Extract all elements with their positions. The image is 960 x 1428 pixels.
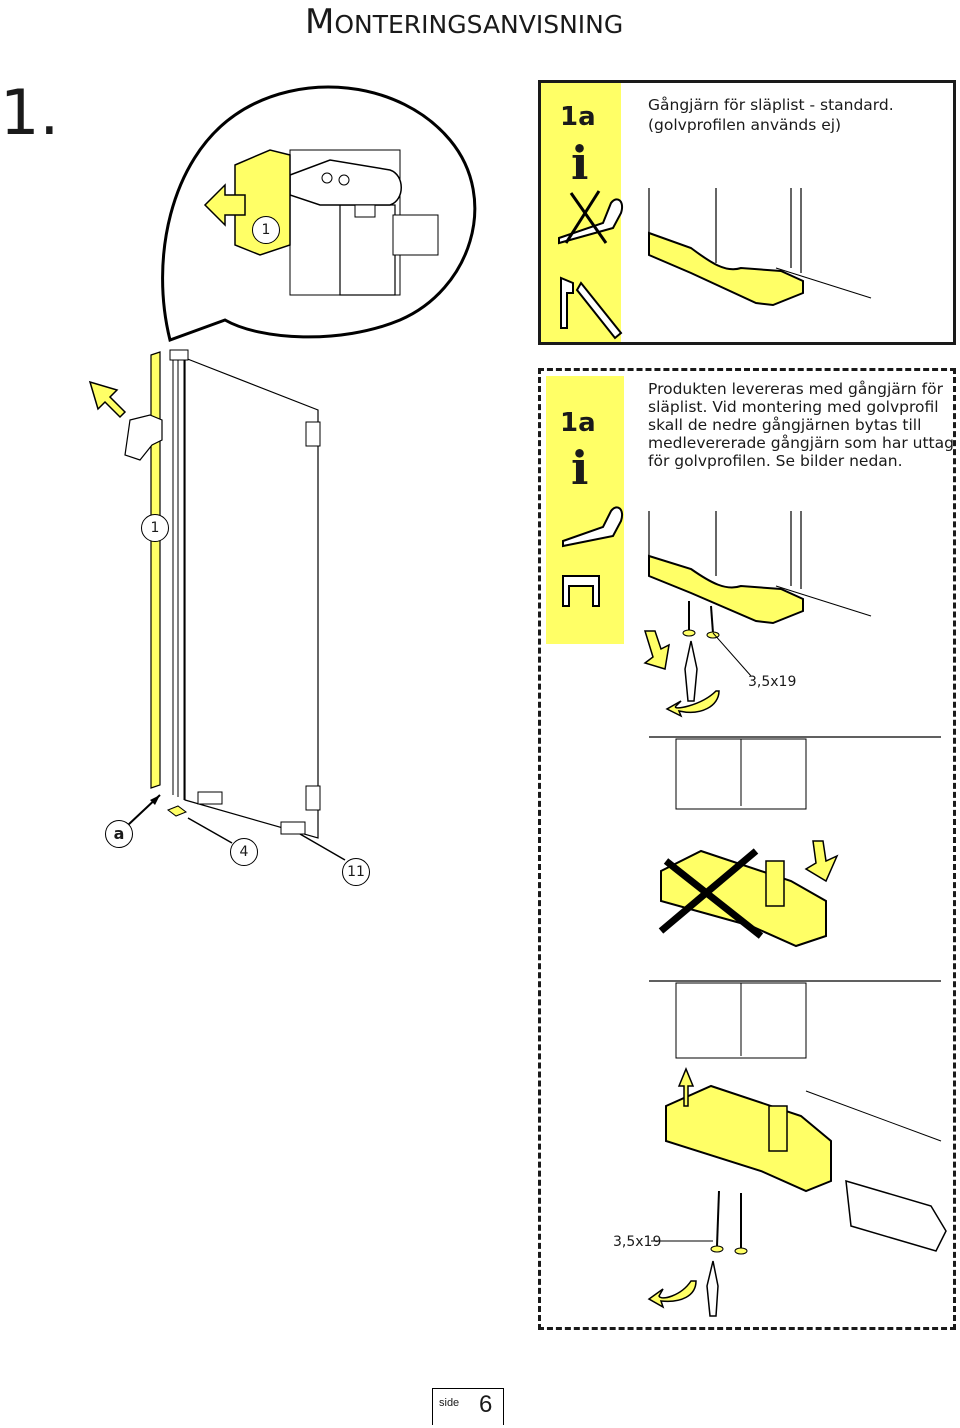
box2-line4: medlevererade gångjärn som har uttag xyxy=(648,434,954,452)
strip-icon xyxy=(562,506,623,548)
step-label-1a: 1a xyxy=(560,102,596,132)
callout-a: a xyxy=(105,820,133,848)
callout-11: 11 xyxy=(342,858,370,886)
box2-line3: skall de nedre gångjärnen bytas till xyxy=(648,416,922,434)
strip-icon-crossed xyxy=(558,190,623,245)
info-icon-second: i xyxy=(571,441,589,495)
box2-line2: släplist. Vid montering med golvprofil xyxy=(648,398,939,416)
info-box-standard xyxy=(538,80,956,345)
box1-illustration xyxy=(558,188,872,340)
screw-size-label-bottom: 3,5x19 xyxy=(613,1234,662,1250)
callout-1-strip: 1 xyxy=(141,514,169,542)
screw-size-label-top: 3,5x19 xyxy=(748,674,797,690)
step-label-1a-second: 1a xyxy=(560,408,596,438)
box1-line2: (golvprofilen används ej) xyxy=(648,116,842,134)
callout-4: 4 xyxy=(230,838,258,866)
page-title: MONTERINGSANVISNING xyxy=(305,2,624,42)
box2-line5: för golvprofilen. Se bilder nedan. xyxy=(648,452,903,470)
page-number: 6 xyxy=(479,1391,493,1418)
floor-profile-icon-2 xyxy=(562,575,600,607)
side-label: side xyxy=(439,1397,460,1409)
box2-illustration xyxy=(562,506,947,1317)
callout-1-detail: 1 xyxy=(252,216,280,244)
info-icon: i xyxy=(571,136,589,190)
floor-profile-icon xyxy=(560,276,623,340)
box1-line1: Gångjärn för släplist - standard. xyxy=(648,96,894,114)
box2-line1: Produkten levereras med gångjärn för xyxy=(648,380,943,398)
page-footer: side 6 xyxy=(432,1388,504,1425)
info-box-floor-profile xyxy=(538,368,956,1330)
step-number: 1. xyxy=(0,76,60,149)
